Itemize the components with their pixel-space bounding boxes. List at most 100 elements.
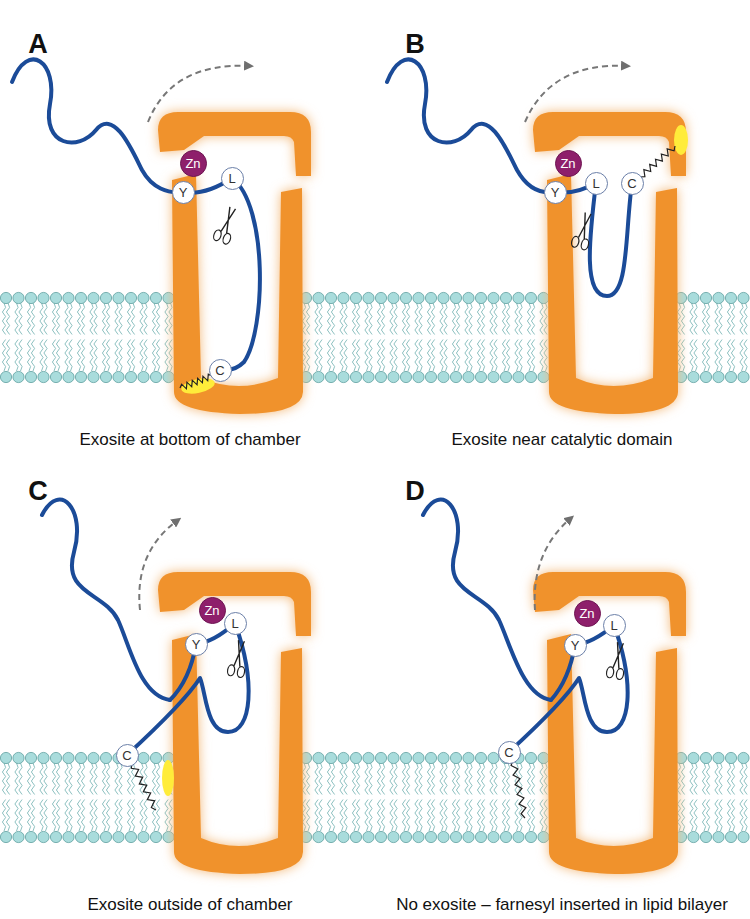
lipid-head — [688, 292, 699, 303]
lipid-tail — [65, 303, 68, 335]
lipid-head — [25, 831, 36, 842]
lipid-head — [488, 831, 499, 842]
lipid-tail — [531, 303, 534, 335]
lipid-tail — [40, 340, 43, 372]
lipid-tail — [31, 800, 34, 832]
lipid-head — [738, 752, 749, 763]
residue-label: L — [610, 619, 617, 632]
lipid-tail — [377, 303, 380, 335]
lipid-tail — [706, 800, 709, 832]
lipid-tail — [102, 303, 105, 335]
lipid-tail — [427, 800, 430, 832]
lipid-tail — [740, 340, 743, 372]
lipid-tail — [690, 800, 693, 832]
lipid-tail — [65, 340, 68, 372]
panel — [375, 59, 749, 414]
zinc-ion-circle: Zn — [555, 150, 582, 177]
lipid-tail — [494, 800, 497, 832]
lipid-tail — [540, 303, 543, 335]
lipid-bilayer — [375, 292, 549, 382]
lipid-tail — [365, 303, 368, 335]
lipid-tail — [331, 763, 334, 795]
lipid-tail — [527, 340, 530, 372]
lipid-tail — [352, 303, 355, 335]
lipid-tail — [506, 303, 509, 335]
caption-text: Exosite near catalytic domain — [451, 430, 672, 449]
lipid-tail — [394, 303, 397, 335]
lipid-tail — [44, 303, 47, 335]
lipid-tail — [119, 340, 122, 372]
lipid-tail — [152, 303, 155, 335]
lipid-tail — [702, 763, 705, 795]
lipid-tail — [369, 303, 372, 335]
lipid-tail — [377, 800, 380, 832]
lipid-tail — [65, 763, 68, 795]
lipid-tail — [440, 303, 443, 335]
residue-circle: L — [585, 172, 608, 195]
lipid-head — [475, 292, 486, 303]
lipid-tail — [52, 800, 55, 832]
lipid-tail — [402, 800, 405, 832]
lipid-tail — [90, 763, 93, 795]
lipid-tail — [52, 303, 55, 335]
lipid-head — [738, 292, 749, 303]
lipid-head — [538, 752, 549, 763]
lipid-tail — [744, 800, 747, 832]
lipid-tail — [444, 763, 447, 795]
caption-text: Exosite outside of chamber — [87, 895, 292, 914]
lipid-tail — [719, 303, 722, 335]
panel — [0, 59, 374, 414]
lipid-tail — [465, 800, 468, 832]
lipid-tail — [502, 800, 505, 832]
lipid-tail — [94, 303, 97, 335]
lipid-tail — [365, 763, 368, 795]
lipid-tail — [306, 763, 309, 795]
residue-label: Y — [179, 186, 188, 199]
lipid-tail — [456, 763, 459, 795]
lipid-tail — [706, 763, 709, 795]
lipid-tail — [352, 763, 355, 795]
lipid-tail — [6, 763, 9, 795]
lipid-tail — [131, 800, 134, 832]
exosite — [674, 125, 688, 155]
lipid-tail — [94, 763, 97, 795]
lipid-tail — [427, 303, 430, 335]
lipid-head — [700, 831, 711, 842]
lipid-head — [438, 752, 449, 763]
lipid-tail — [2, 303, 5, 335]
lipid-tail — [344, 800, 347, 832]
lipid-tail — [15, 340, 18, 372]
lipid-tail — [540, 763, 543, 795]
lipid-tail — [677, 303, 680, 335]
lipid-head — [100, 752, 111, 763]
lipid-head — [725, 831, 736, 842]
lipid-head — [338, 292, 349, 303]
lipid-tail — [369, 340, 372, 372]
lipid-tail — [490, 763, 493, 795]
residue-circle: C — [209, 359, 232, 382]
lipid-tail — [306, 340, 309, 372]
lipid-head — [688, 371, 699, 382]
lipid-tail — [419, 303, 422, 335]
lipid-head — [125, 371, 136, 382]
lipid-tail — [427, 340, 430, 372]
lipid-tail — [377, 763, 380, 795]
lipid-tail — [15, 303, 18, 335]
lipid-head — [113, 371, 124, 382]
lipid-tail — [340, 340, 343, 372]
residue-label: Zn — [185, 157, 200, 170]
lipid-tail — [377, 340, 380, 372]
lipid-tail — [131, 340, 134, 372]
lipid-tail — [319, 763, 322, 795]
protease-chamber — [533, 572, 686, 874]
lipid-tail — [740, 303, 743, 335]
lipid-head — [338, 752, 349, 763]
lipid-tail — [431, 340, 434, 372]
lipid-tail — [381, 340, 384, 372]
lipid-tail — [415, 800, 418, 832]
lipid-tail — [81, 800, 84, 832]
lipid-head — [463, 292, 474, 303]
lipid-tail — [419, 800, 422, 832]
lipid-head — [0, 752, 11, 763]
lipid-head — [388, 371, 399, 382]
